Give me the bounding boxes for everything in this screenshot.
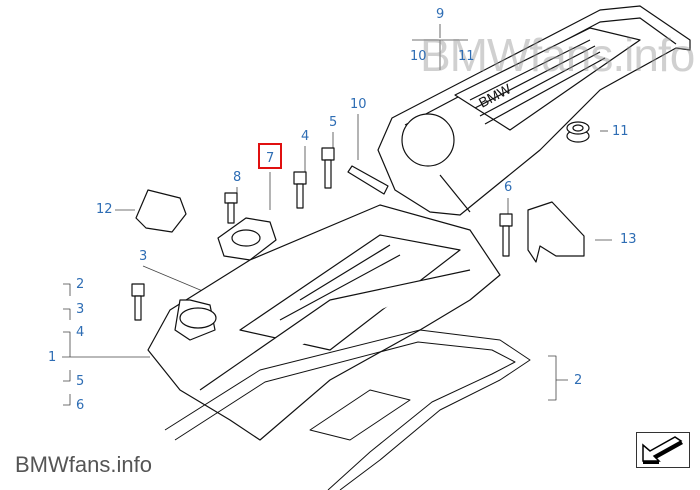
back-button[interactable] <box>636 432 690 468</box>
callout-5[interactable]: 5 <box>76 374 85 389</box>
callout-4[interactable]: 4 <box>76 325 85 340</box>
grommet <box>566 121 590 143</box>
valve-cover <box>147 204 501 441</box>
callout-9[interactable]: 9 <box>436 7 445 22</box>
callout-11[interactable]: 11 <box>458 49 475 64</box>
bracket <box>527 201 585 263</box>
callout-13[interactable]: 13 <box>620 232 637 247</box>
bolts <box>131 147 513 321</box>
gaskets <box>164 329 531 490</box>
watermark-top: BMWfans.info <box>420 29 695 81</box>
flange <box>217 217 277 261</box>
callout-12[interactable]: 12 <box>96 202 113 217</box>
callout-3[interactable]: 3 <box>76 302 85 317</box>
seal-strip <box>347 165 389 195</box>
callout-2[interactable]: 2 <box>574 373 583 388</box>
callout-5[interactable]: 5 <box>329 115 338 130</box>
engine-cover: BMW <box>377 5 691 216</box>
callout-8[interactable]: 8 <box>233 170 242 185</box>
callout-2[interactable]: 2 <box>76 277 85 292</box>
callout-7[interactable]: 7 <box>266 151 275 166</box>
cap <box>135 189 187 233</box>
callout-3[interactable]: 3 <box>139 249 148 264</box>
callout-11[interactable]: 11 <box>612 124 629 139</box>
callout-4[interactable]: 4 <box>301 129 310 144</box>
callout-6[interactable]: 6 <box>504 180 513 195</box>
watermark-bottom: BMWfans.info <box>15 452 152 477</box>
callout-10[interactable]: 10 <box>410 49 427 64</box>
arrow-back-icon <box>642 436 683 464</box>
callout-10[interactable]: 10 <box>350 97 367 112</box>
callout-1[interactable]: 1 <box>48 350 57 365</box>
callout-6[interactable]: 6 <box>76 398 85 413</box>
highlight-box-part-7 <box>258 143 282 169</box>
